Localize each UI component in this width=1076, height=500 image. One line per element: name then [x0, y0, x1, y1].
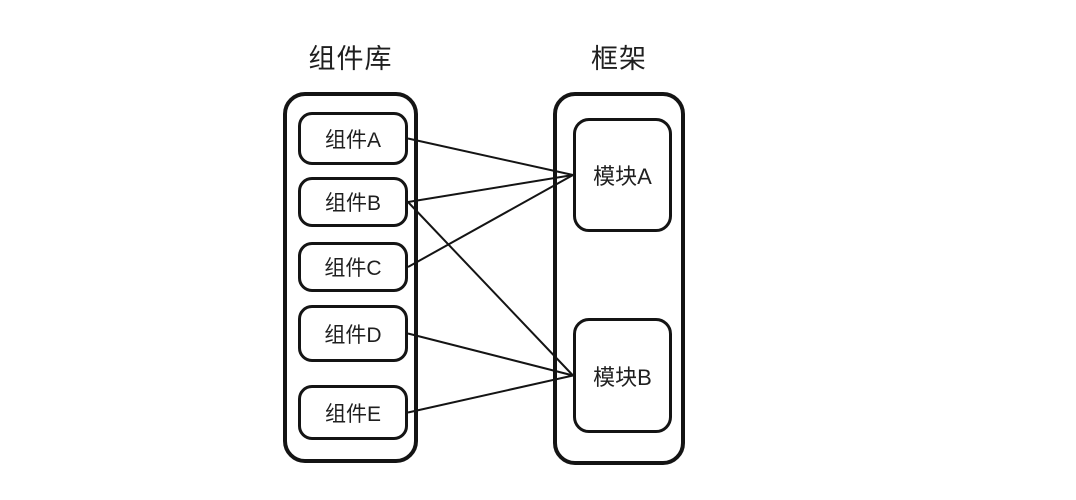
framework-title: 框架: [591, 44, 647, 74]
edge-comp-a-to-mod-a: [407, 137, 574, 176]
edge-comp-d-to-mod-b: [407, 332, 574, 377]
module-a-box: 模块A: [573, 118, 672, 232]
edge-comp-e-to-mod-b: [407, 374, 574, 414]
module-b-box: 模块B: [573, 318, 672, 433]
component-b-box: 组件B: [298, 177, 408, 227]
component-c-box: 组件C: [298, 242, 408, 292]
edge-comp-b-to-mod-a: [407, 174, 574, 203]
library-title: 组件库: [308, 44, 393, 74]
component-d-box: 组件D: [298, 305, 408, 362]
edge-comp-b-to-mod-b: [407, 201, 574, 377]
component-a-box: 组件A: [298, 112, 408, 165]
component-e-box: 组件E: [298, 385, 408, 440]
edge-comp-c-to-mod-a: [407, 174, 574, 268]
